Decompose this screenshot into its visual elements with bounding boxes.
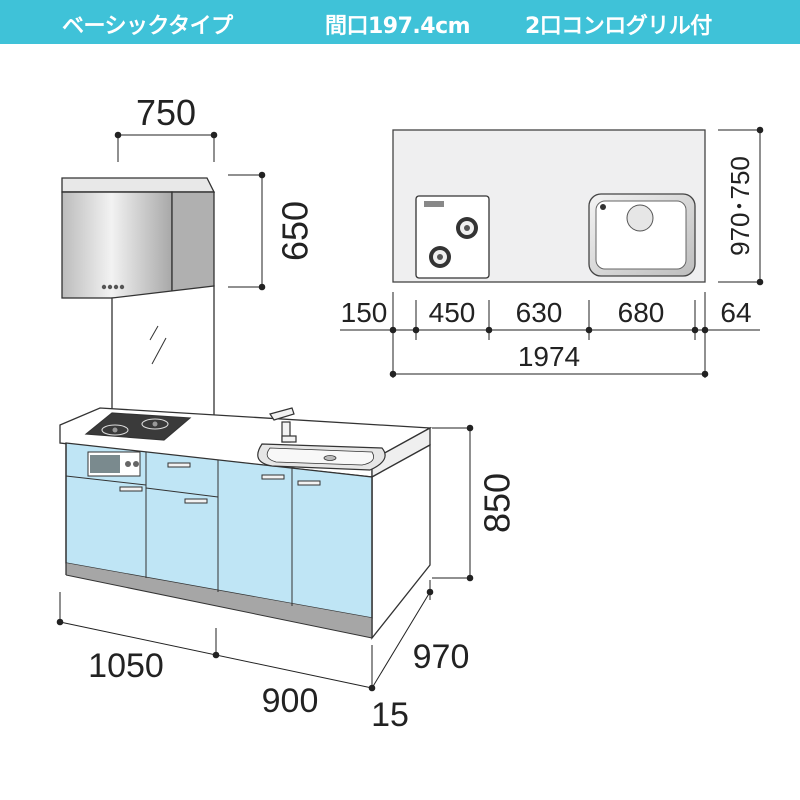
right-width-label: 900 [262, 682, 319, 720]
plan-seg-5-label: 64 [720, 297, 751, 328]
dimension-lines [56, 126, 764, 692]
faucet [269, 407, 297, 443]
plan-sink [588, 193, 696, 277]
hood-buttons [101, 284, 125, 290]
counter-height-label: 850 [477, 473, 518, 533]
plan-seg-2-label: 450 [429, 297, 476, 328]
range-hood [61, 177, 216, 299]
type-label: ベーシックタイプ [62, 14, 233, 39]
cooktop [84, 412, 192, 441]
dimension-labels: 750 650 970･750 150 450 630 680 64 1974 … [88, 92, 755, 734]
hood-width-label: 750 [136, 92, 196, 133]
plan-cooktop [415, 195, 490, 279]
header-bar: ベーシックタイプ 間口197.4cm 2口コンログリル付 [0, 0, 800, 44]
back-panel [111, 285, 215, 421]
left-width-label: 1050 [88, 647, 164, 685]
stove-label: 2口コンログリル付 [525, 14, 712, 39]
kick-depth-label: 15 [371, 696, 409, 734]
plan-depth-label: 970･750 [725, 156, 755, 256]
plan-seg-1-label: 150 [341, 297, 388, 328]
width-label: 間口197.4cm [325, 14, 471, 39]
cabinet-body [59, 407, 433, 640]
sink [257, 443, 386, 471]
plan-seg-4-label: 680 [618, 297, 665, 328]
plan-view [392, 129, 706, 283]
plan-total-label: 1974 [518, 341, 580, 372]
hood-height-label: 650 [275, 201, 316, 261]
plan-seg-3-label: 630 [516, 297, 563, 328]
depth-label: 970 [413, 638, 470, 676]
